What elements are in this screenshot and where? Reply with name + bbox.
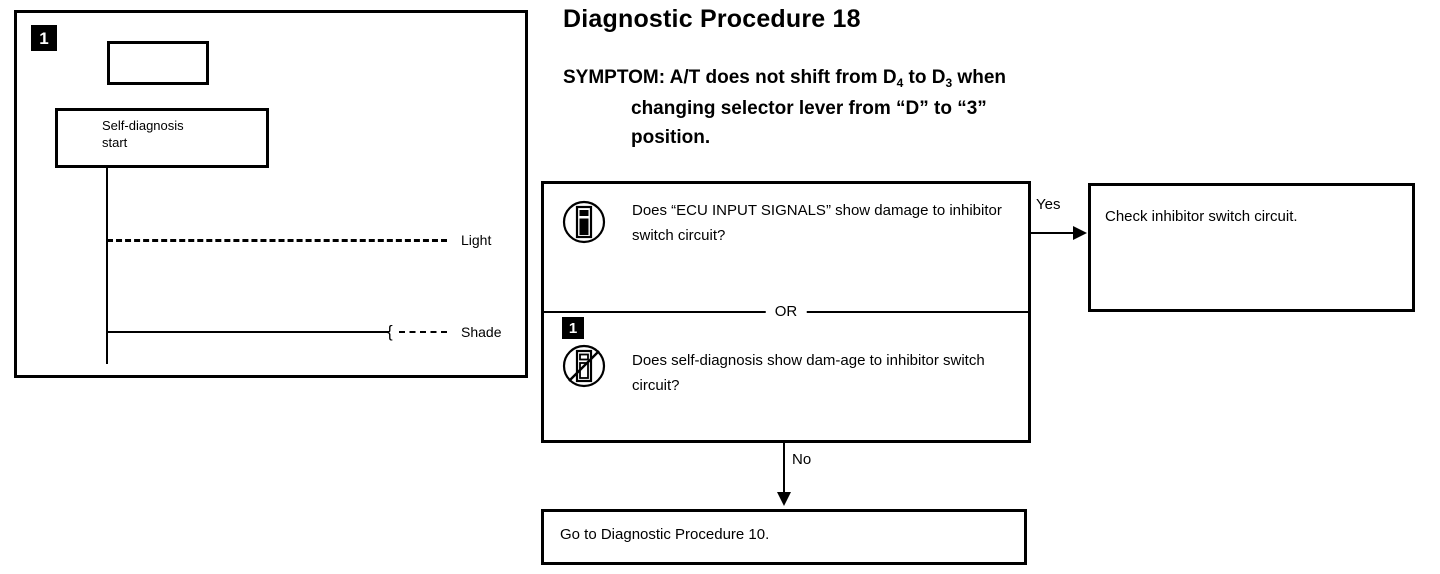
illustration-light-label: Light [461, 232, 492, 248]
symptom-line1-subscript-4: 4 [896, 76, 904, 90]
question-box-lower-half: 1 Does self-diagnosis show dam-age to in… [544, 312, 1028, 440]
go-to-procedure-box: Go to Diagnostic Procedure 10. [541, 509, 1027, 565]
page-title: Diagnostic Procedure 18 [563, 5, 861, 33]
yes-branch-label: Yes [1036, 196, 1061, 213]
no-arrow-head [777, 492, 791, 506]
consult-device-crossed-out-icon [562, 344, 606, 388]
illustration-shade-solid-line [107, 331, 389, 333]
illustration-light-dashed-line [107, 239, 447, 242]
symptom-prefix: SYMPTOM: [563, 67, 666, 88]
illustration-self-diagnosis-box: Self-diagnosis start [55, 108, 269, 168]
illustration-shade-brace-glyph: { [387, 322, 393, 341]
question-2-step-badge: 1 [562, 317, 584, 339]
illustration-trunk-line [106, 168, 108, 364]
illustration-panel: 1 Self-diagnosis start Light { Shade [14, 10, 528, 378]
symptom-line1-part-c: when [952, 67, 1006, 88]
question-2-text: Does self-diagnosis show dam-age to inhi… [632, 352, 985, 394]
illustration-blank-box [107, 41, 209, 85]
symptom-statement: SYMPTOM: A/T does not shift from D4 to D… [563, 63, 1393, 152]
no-connector-line [783, 443, 785, 496]
check-inhibitor-switch-text: Check inhibitor switch circuit. [1105, 208, 1298, 225]
consult-device-icon [562, 200, 606, 244]
yes-arrow-head [1073, 226, 1087, 240]
symptom-line1-part-a: A/T does not shift from D [665, 67, 897, 88]
no-branch-label: No [792, 451, 812, 468]
illustration-shade-dashed-tail [399, 331, 447, 333]
illustration-self-diagnosis-label: Self-diagnosis start [102, 118, 184, 150]
symptom-line1-part-b: to D [903, 67, 946, 88]
question-box-upper-half: Does “ECU INPUT SIGNALS” show damage to … [544, 184, 1028, 312]
check-inhibitor-switch-box: Check inhibitor switch circuit. [1088, 183, 1415, 312]
yes-connector-line [1031, 232, 1081, 234]
question-box: Does “ECU INPUT SIGNALS” show damage to … [541, 181, 1031, 443]
symptom-line3: position. [631, 127, 711, 148]
illustration-shade-label: Shade [461, 324, 502, 340]
or-label: OR [765, 304, 807, 320]
symptom-line1-subscript-3: 3 [945, 76, 953, 90]
illustration-step-badge: 1 [31, 25, 57, 51]
question-1-text: Does “ECU INPUT SIGNALS” show damage to … [632, 202, 1002, 244]
symptom-line2: changing selector lever from “D” to “3” [631, 98, 987, 119]
go-to-procedure-text: Go to Diagnostic Procedure 10. [560, 526, 770, 543]
